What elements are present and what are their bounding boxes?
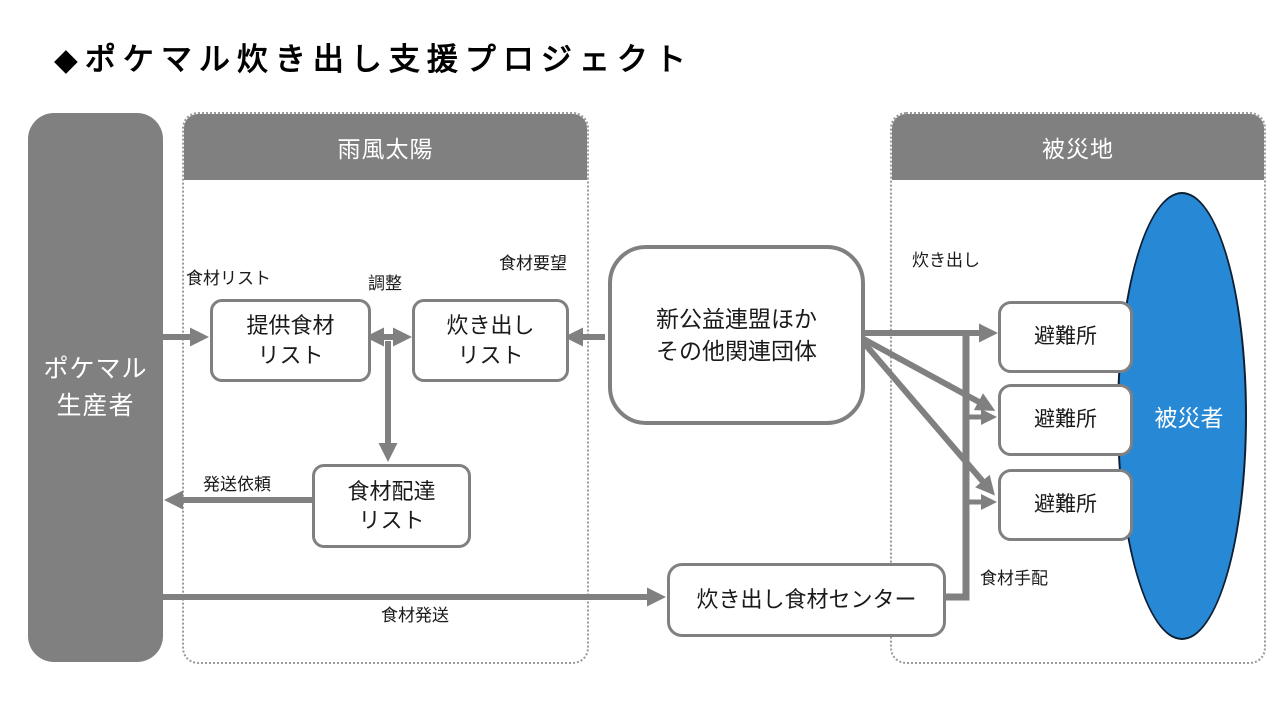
node-coalition: 新公益連盟ほか その他関連団体: [608, 245, 865, 425]
node-takidashi-list: 炊き出し リスト: [412, 299, 569, 382]
page-title: ◆ポケマル炊き出し支援プロジェクト: [54, 34, 693, 79]
victims-label: 被災者: [1154, 405, 1224, 431]
coalition-line1: 新公益連盟ほか: [656, 305, 817, 332]
node-shelter-2: 避難所: [998, 384, 1133, 456]
flow-label-food-arrange: 食材手配: [980, 569, 1048, 588]
flow-label-food-request: 食材要望: [499, 254, 567, 273]
takidashi-list-line1: 炊き出し: [446, 313, 535, 339]
flow-label-takidashi: 炊き出し: [912, 251, 980, 270]
node-shelter-3: 避難所: [998, 469, 1133, 541]
node-pokemaru-producer: ポケマル 生産者: [28, 113, 163, 662]
diamond-icon: ◆: [54, 42, 85, 77]
shelter-1-label: 避難所: [1034, 325, 1097, 349]
flow-label-ingredients-list: 食材リスト: [186, 269, 271, 288]
node-victims-ellipse: 被災者: [1117, 192, 1247, 640]
takidashi-list-line2: リスト: [457, 342, 524, 368]
node-delivery-list: 食材配達 リスト: [312, 464, 471, 548]
node-shelter-1: 避難所: [998, 301, 1133, 373]
shelter-2-label: 避難所: [1034, 408, 1097, 432]
group-header-disaster-area: 被災地: [892, 114, 1264, 180]
delivery-list-line2: リスト: [358, 508, 425, 533]
node-food-center: 炊き出し食材センター: [667, 563, 946, 637]
offer-list-line1: 提供食材: [246, 313, 335, 339]
flow-label-adjust: 調整: [368, 274, 402, 293]
flow-label-food-shipping: 食材発送: [381, 606, 449, 625]
group-header-amekaze-taiyo: 雨風太陽: [184, 114, 587, 180]
producer-label-line2: 生産者: [56, 391, 135, 420]
page-title-text: ポケマル炊き出し支援プロジェクト: [84, 42, 693, 77]
group-amekaze-taiyo: 雨風太陽: [182, 112, 589, 664]
coalition-line2: その他関連団体: [656, 338, 817, 364]
food-center-label: 炊き出し食材センター: [696, 587, 917, 613]
offer-list-line2: リスト: [257, 342, 324, 368]
shelter-3-label: 避難所: [1034, 493, 1097, 517]
node-offer-list: 提供食材 リスト: [210, 299, 371, 382]
delivery-list-line1: 食材配達: [347, 478, 436, 504]
flow-label-ship-request: 発送依頼: [203, 475, 271, 494]
producer-label-line1: ポケマル: [43, 355, 148, 384]
